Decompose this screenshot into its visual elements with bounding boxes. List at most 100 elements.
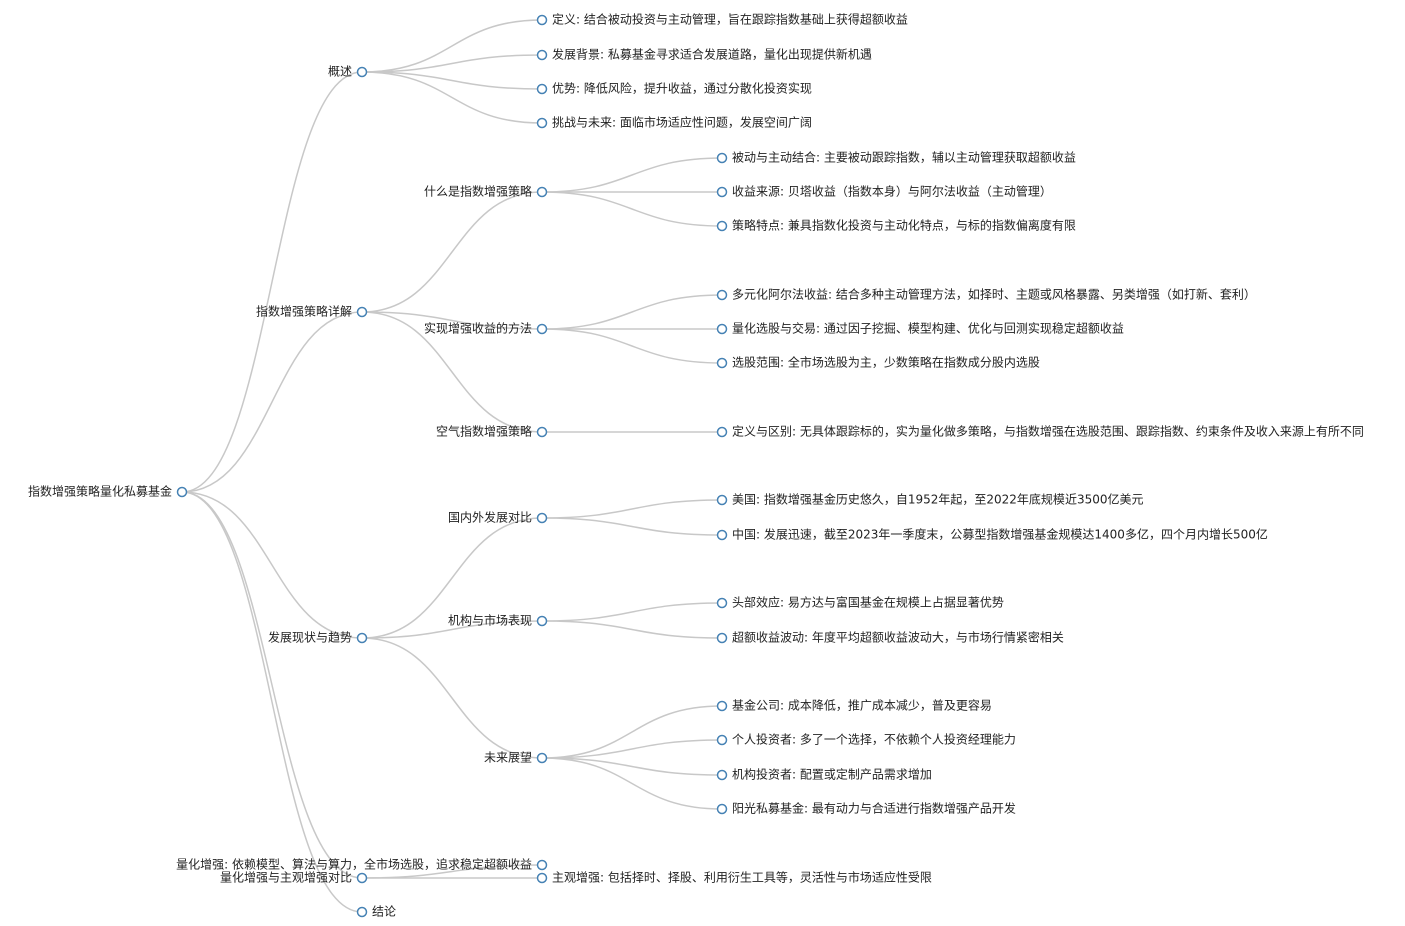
node-toggle-circle[interactable]: [716, 700, 728, 712]
link-r-1-0-2: [541, 191, 723, 227]
node-label: 多元化阿尔法收益: 结合多种主动管理方法，如择时、主题或风格暴露、另类增强（如打…: [732, 287, 1256, 302]
node-toggle-circle[interactable]: [536, 859, 548, 871]
mindmap-node[interactable]: 定义与区别: 无具体跟踪标的，实为量化做多策略，与指数增强在选股范围、跟踪指数、…: [716, 424, 1364, 439]
node-toggle-circle[interactable]: [716, 152, 728, 164]
node-toggle-circle[interactable]: [716, 186, 728, 198]
mindmap-node[interactable]: 阳光私募基金: 最有动力与合适进行指数增强产品开发: [716, 801, 1016, 816]
node-toggle-circle[interactable]: [716, 734, 728, 746]
node-label: 空气指数增强策略: [436, 424, 532, 439]
node-label: 收益来源: 贝塔收益（指数本身）与阿尔法收益（主动管理）: [732, 184, 1052, 199]
mindmap-node[interactable]: 收益来源: 贝塔收益（指数本身）与阿尔法收益（主动管理）: [716, 184, 1052, 199]
mindmap-node[interactable]: 机构投资者: 配置或定制产品需求增加: [716, 767, 932, 782]
node-toggle-circle[interactable]: [716, 289, 728, 301]
node-toggle-circle[interactable]: [356, 632, 368, 644]
node-toggle-circle[interactable]: [536, 426, 548, 438]
node-toggle-circle[interactable]: [356, 66, 368, 78]
link-r-2-2-3: [541, 757, 723, 810]
node-toggle-circle[interactable]: [536, 14, 548, 26]
mindmap-node[interactable]: 头部效应: 易方达与富国基金在规模上占据显著优势: [716, 595, 1004, 610]
node-label: 国内外发展对比: [448, 510, 532, 525]
mindmap-node[interactable]: 什么是指数增强策略: [424, 184, 548, 199]
node-label: 指数增强策略量化私募基金: [28, 484, 172, 499]
mindmap-node[interactable]: 美国: 指数增强基金历史悠久，自1952年起，至2022年底规模近3500亿美元: [716, 492, 1144, 507]
node-toggle-circle[interactable]: [536, 512, 548, 524]
node-toggle-circle[interactable]: [536, 49, 548, 61]
mindmap-node[interactable]: 被动与主动结合: 主要被动跟踪指数，辅以主动管理获取超额收益: [716, 150, 1076, 165]
node-label: 机构投资者: 配置或定制产品需求增加: [732, 767, 932, 782]
mindmap-node[interactable]: 优势: 降低风险，提升收益，通过分散化投资实现: [536, 81, 812, 96]
node-toggle-circle[interactable]: [716, 426, 728, 438]
mindmap-node[interactable]: 策略特点: 兼具指数化投资与主动化特点，与标的指数偏离度有限: [716, 218, 1076, 233]
mindmap-node[interactable]: 实现增强收益的方法: [424, 321, 548, 336]
node-toggle-circle[interactable]: [536, 323, 548, 335]
node-toggle-circle[interactable]: [176, 486, 188, 498]
node-toggle-circle[interactable]: [716, 803, 728, 815]
node-toggle-circle[interactable]: [536, 752, 548, 764]
node-toggle-circle[interactable]: [716, 494, 728, 506]
node-toggle-circle[interactable]: [716, 632, 728, 644]
mindmap-node[interactable]: 指数增强策略详解: [256, 304, 368, 319]
node-label: 挑战与未来: 面临市场适应性问题，发展空间广阔: [552, 115, 812, 130]
link-r-2-2: [361, 637, 543, 759]
mindmap-node[interactable]: 未来展望: [484, 751, 548, 765]
link-r-1-2: [361, 311, 543, 433]
mindmap-node[interactable]: 概述: [328, 65, 368, 79]
node-label: 超额收益波动: 年度平均超额收益波动大，与市场行情紧密相关: [732, 630, 1064, 645]
link-r-2-1-1: [541, 620, 723, 639]
link-r-1-1-0: [541, 294, 723, 330]
node-toggle-circle[interactable]: [356, 906, 368, 918]
node-toggle-circle[interactable]: [536, 117, 548, 129]
node-toggle-circle[interactable]: [536, 83, 548, 95]
node-toggle-circle[interactable]: [716, 220, 728, 232]
link-r-1-0: [361, 191, 543, 313]
root-node[interactable]: 指数增强策略量化私募基金: [28, 484, 188, 499]
mindmap-node[interactable]: 定义: 结合被动投资与主动管理，旨在跟踪指数基础上获得超额收益: [536, 12, 908, 27]
mindmap-node[interactable]: 主观增强: 包括择时、择股、利用衍生工具等，灵活性与市场适应性受限: [536, 870, 932, 885]
node-toggle-circle[interactable]: [536, 872, 548, 884]
node-label: 策略特点: 兼具指数化投资与主动化特点，与标的指数偏离度有限: [732, 218, 1076, 233]
node-label: 量化增强与主观增强对比: [220, 871, 352, 885]
node-toggle-circle[interactable]: [536, 615, 548, 627]
node-toggle-circle[interactable]: [716, 529, 728, 541]
link-r-1: [181, 311, 363, 493]
node-label: 未来展望: [484, 751, 532, 765]
node-label: 指数增强策略详解: [256, 304, 352, 319]
node-label: 美国: 指数增强基金历史悠久，自1952年起，至2022年底规模近3500亿美元: [732, 492, 1143, 507]
mindmap-node[interactable]: 挑战与未来: 面临市场适应性问题，发展空间广阔: [536, 115, 812, 130]
node-toggle-circle[interactable]: [716, 357, 728, 369]
node-label: 阳光私募基金: 最有动力与合适进行指数增强产品开发: [732, 801, 1016, 816]
link-r-1-0-0: [541, 157, 723, 193]
mindmap-node[interactable]: 选股范围: 全市场选股为主，少数策略在指数成分股内选股: [716, 355, 1040, 370]
link-r-4: [181, 491, 363, 913]
mindmap-node[interactable]: 多元化阿尔法收益: 结合多种主动管理方法，如择时、主题或风格暴露、另类增强（如打…: [716, 287, 1256, 302]
node-label: 主观增强: 包括择时、择股、利用衍生工具等，灵活性与市场适应性受限: [552, 870, 932, 885]
link-r-1-1-2: [541, 328, 723, 364]
mindmap-node[interactable]: 发展背景: 私募基金寻求适合发展道路，量化出现提供新机遇: [536, 47, 872, 62]
link-r-2-2-2: [541, 757, 723, 776]
node-label: 什么是指数增强策略: [424, 184, 532, 199]
mindmap-node[interactable]: 基金公司: 成本降低，推广成本减少，普及更容易: [716, 698, 992, 713]
mindmap-node[interactable]: 量化增强与主观增强对比: [220, 871, 368, 885]
link-r-2: [181, 491, 363, 639]
mindmap-node[interactable]: 发展现状与趋势: [268, 630, 368, 645]
node-toggle-circle[interactable]: [716, 323, 728, 335]
node-label: 选股范围: 全市场选股为主，少数策略在指数成分股内选股: [732, 355, 1040, 370]
node-label: 机构与市场表现: [448, 613, 532, 628]
link-r-0-2: [361, 71, 543, 90]
node-toggle-circle[interactable]: [356, 306, 368, 318]
mindmap-node[interactable]: 个人投资者: 多了一个选择，不依赖个人投资经理能力: [716, 732, 1016, 747]
node-toggle-circle[interactable]: [356, 872, 368, 884]
node-toggle-circle[interactable]: [536, 186, 548, 198]
mindmap-node[interactable]: 超额收益波动: 年度平均超额收益波动大，与市场行情紧密相关: [716, 630, 1064, 645]
mindmap-node[interactable]: 结论: [356, 905, 397, 919]
mindmap-node[interactable]: 量化增强: 依赖模型、算法与算力，全市场选股，追求稳定超额收益: [176, 857, 548, 872]
mindmap-node[interactable]: 机构与市场表现: [448, 613, 548, 628]
mindmap-node[interactable]: 空气指数增强策略: [436, 424, 548, 439]
mindmap-node[interactable]: 量化选股与交易: 通过因子挖掘、模型构建、优化与回测实现稳定超额收益: [716, 321, 1124, 336]
node-toggle-circle[interactable]: [716, 597, 728, 609]
mindmap-node[interactable]: 国内外发展对比: [448, 510, 548, 525]
mindmap-node[interactable]: 中国: 发展迅速，截至2023年一季度末，公募型指数增强基金规模达1400多亿，…: [716, 527, 1268, 542]
node-toggle-circle[interactable]: [716, 769, 728, 781]
node-label: 定义: 结合被动投资与主动管理，旨在跟踪指数基础上获得超额收益: [552, 12, 908, 27]
